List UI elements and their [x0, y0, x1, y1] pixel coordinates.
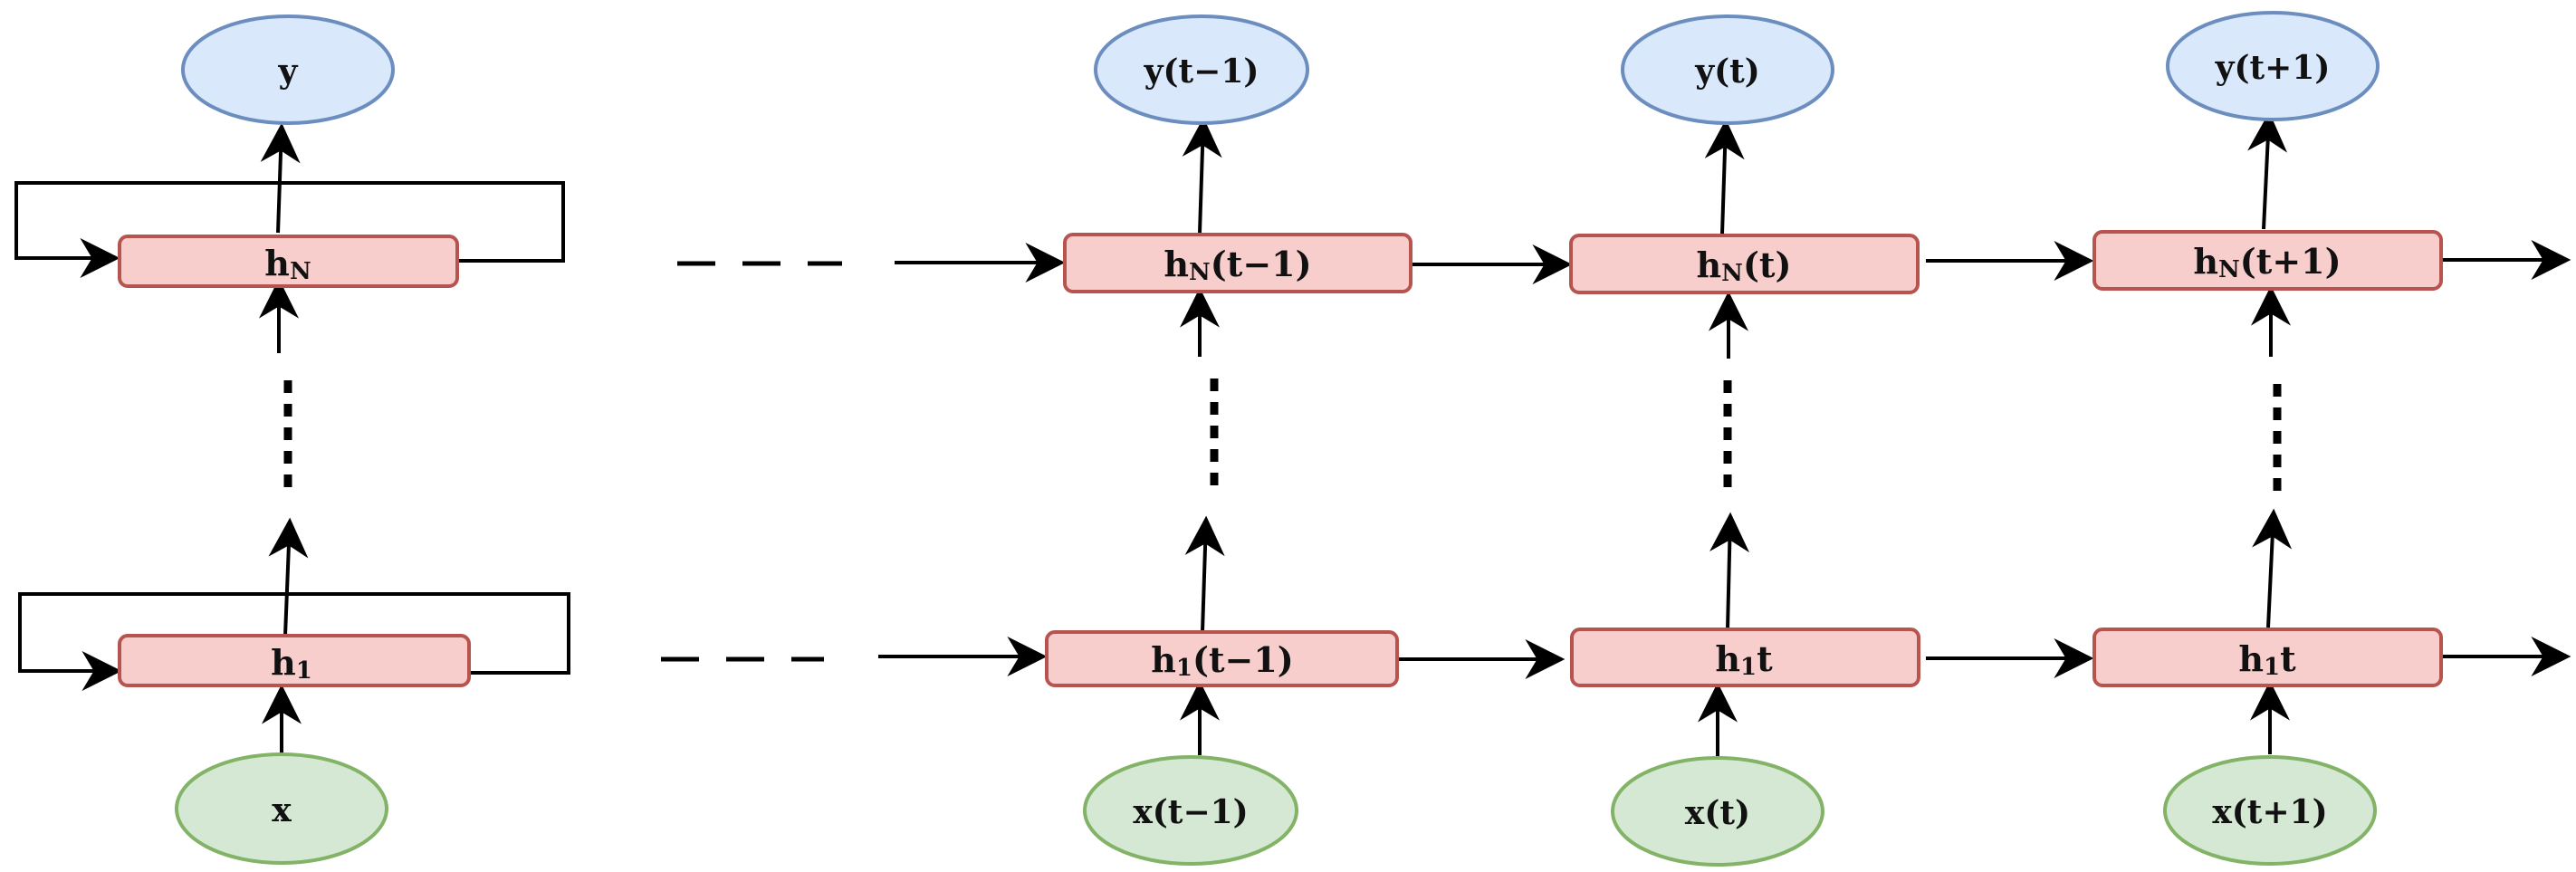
col3-h1-up-arrow: [2252, 508, 2293, 628]
col2-output-arrow: [1704, 119, 1745, 235]
timestep-t: y(t) hN(t) h1t x(t): [1569, 14, 1920, 867]
unrolled-connectors: [661, 111, 2571, 759]
timestep-t-minus-1: y(t−1) hN(t−1) h1(t−1) x(t−1): [1045, 14, 1412, 866]
hidden-node-top: hN(t+1): [2092, 230, 2443, 291]
hidden-label: h1(t−1): [1151, 639, 1294, 683]
output-label: y(t+1): [2215, 49, 2331, 87]
output-node: y(t): [1621, 14, 1834, 125]
col1-h1-up-arrow: [1184, 515, 1225, 633]
hidden-label: hN(t+1): [2193, 241, 2341, 284]
hidden-node-hN: hN: [118, 235, 459, 288]
output-label: y: [278, 53, 299, 91]
hidden-label: h1: [271, 642, 312, 685]
hidden-node-bottom: h1t: [2092, 628, 2443, 687]
folded-network: y hN h1 x: [14, 14, 570, 865]
input-label: x(t−1): [1133, 793, 1248, 831]
hidden-label: h1t: [1715, 638, 1773, 682]
bottom-self-loop-arrow: [18, 592, 570, 691]
hidden-node-h1: h1: [118, 634, 471, 687]
hidden-node-top: hN(t): [1569, 234, 1920, 294]
output-label: y(t−1): [1144, 53, 1259, 91]
top-self-loop-arrow: [14, 181, 565, 278]
output-node: y(t−1): [1094, 14, 1309, 125]
output-node-y: y: [181, 14, 395, 125]
input-label: x(t): [1685, 794, 1750, 832]
timestep-t-plus-1: y(t+1) hN(t+1) h1t x(t+1): [2092, 11, 2443, 866]
hidden-label: hN(t−1): [1164, 244, 1311, 287]
input-node: x(t): [1611, 756, 1824, 867]
input-node: x(t−1): [1083, 755, 1298, 866]
col2-h1-up-arrow: [1709, 512, 1750, 630]
hidden-node-top: hN(t−1): [1063, 233, 1412, 293]
hidden-label: h1t: [2238, 638, 2296, 682]
hidden-node-bottom: h1t: [1570, 628, 1920, 687]
input-label: x: [272, 791, 292, 829]
h1-to-upper-arrow: [268, 517, 309, 637]
hidden-label: hN(t): [1697, 244, 1792, 288]
input-node-x: x: [175, 752, 388, 865]
hidden-label: hN: [264, 243, 311, 286]
input-label: x(t+1): [2212, 793, 2327, 831]
input-node: x(t+1): [2163, 755, 2377, 866]
hidden-node-bottom: h1(t−1): [1045, 630, 1399, 687]
output-label: y(t): [1694, 53, 1760, 91]
hN-to-output-arrow: [260, 122, 301, 234]
output-node: y(t+1): [2166, 11, 2380, 121]
col1-output-arrow: [1182, 117, 1222, 234]
col3-output-arrow: [2247, 111, 2288, 230]
